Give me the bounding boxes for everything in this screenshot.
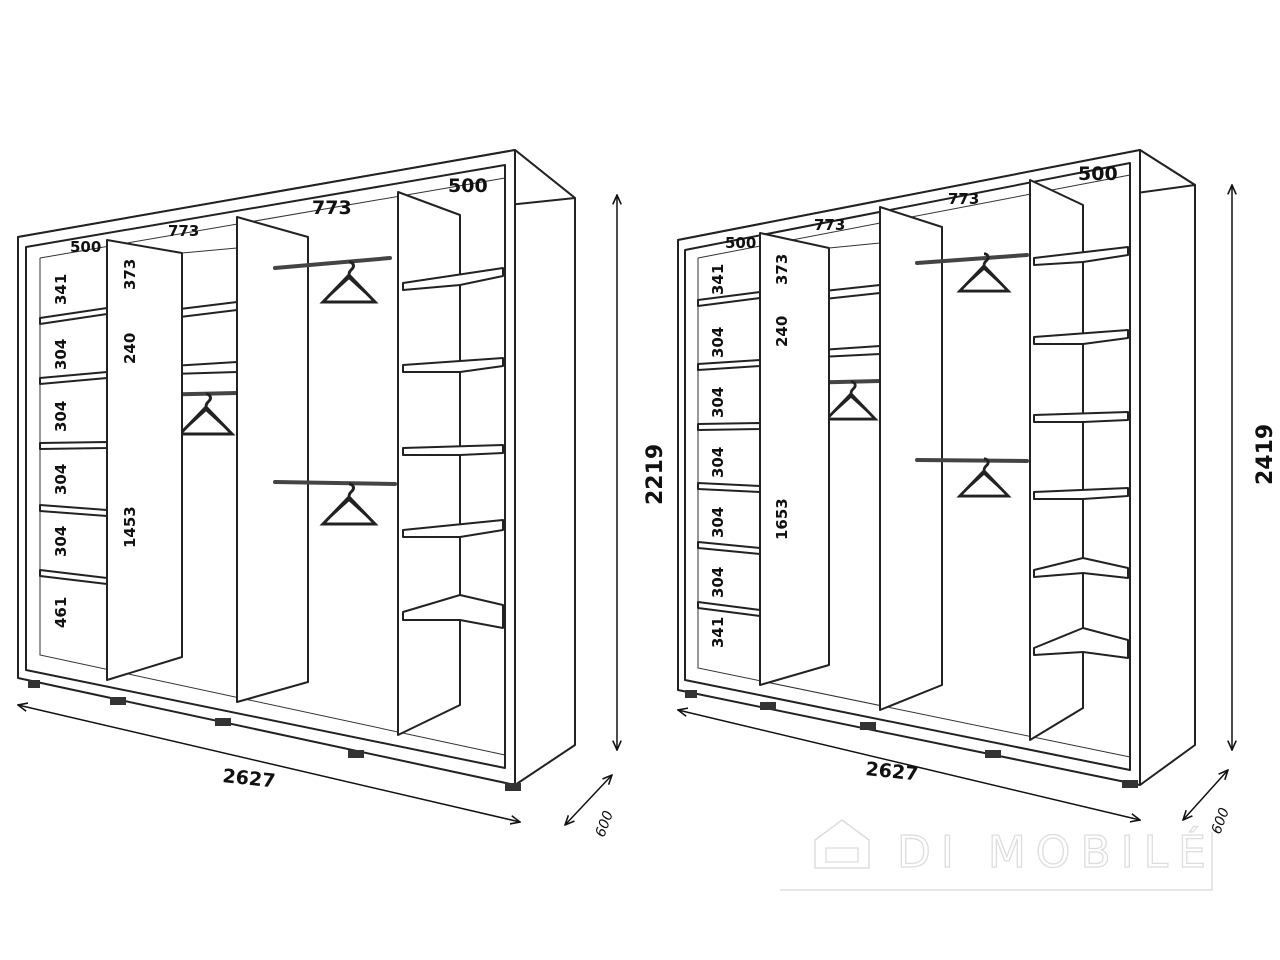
svg-text:304: 304 [709, 567, 727, 598]
watermark-text: DI MOBILÉ [897, 825, 1216, 878]
height-label: 2219 [643, 444, 668, 505]
width-label-col2: 773 [168, 222, 199, 240]
width-label-col1: 500 [725, 234, 756, 252]
depth-dimension-line [565, 775, 612, 825]
svg-text:1653: 1653 [773, 498, 791, 540]
right-side-panel [514, 149, 576, 786]
width-dimension-line [678, 710, 1140, 820]
svg-text:304: 304 [52, 339, 70, 370]
divider-panel-1 [106, 239, 183, 681]
svg-text:1453: 1453 [121, 506, 139, 548]
left-column-shelves [697, 291, 761, 617]
left-column-height-labels: 341 304 304 304 304 304 341 [709, 264, 727, 648]
left-wardrobe: 500 773 773 500 341 304 304 304 304 461 … [18, 149, 668, 840]
divider-panel-2 [236, 216, 309, 703]
house-logo-icon [814, 819, 870, 869]
width-label-col2: 773 [814, 216, 845, 234]
svg-text:304: 304 [709, 447, 727, 478]
svg-text:341: 341 [709, 617, 727, 648]
middle-column-height-labels: 373 240 1453 [121, 259, 139, 548]
svg-text:341: 341 [709, 264, 727, 295]
svg-text:373: 373 [121, 259, 139, 290]
width-label-col3: 773 [948, 190, 979, 208]
width-label-col4: 500 [1078, 163, 1118, 185]
width-label-col1: 500 [70, 238, 101, 256]
depth-dimension-line [1183, 770, 1228, 820]
middle-column-height-labels: 373 240 1653 [773, 254, 791, 540]
depth-label: 600 [593, 809, 617, 840]
svg-text:304: 304 [52, 401, 70, 432]
svg-text:304: 304 [709, 387, 727, 418]
watermark: DI MOBILÉ [780, 819, 1216, 891]
svg-text:461: 461 [52, 597, 70, 628]
width-label: 2627 [864, 758, 919, 785]
svg-text:240: 240 [121, 333, 139, 364]
svg-text:304: 304 [52, 526, 70, 557]
svg-text:304: 304 [52, 464, 70, 495]
width-label-col3: 773 [312, 197, 352, 219]
right-column-shelves [402, 267, 504, 629]
width-label: 2627 [221, 765, 276, 792]
right-side-panel [1139, 149, 1196, 786]
svg-text:304: 304 [709, 327, 727, 358]
divider-panel-3 [397, 191, 461, 736]
divider-panel-1 [759, 232, 830, 686]
divider-panel-2 [879, 206, 943, 711]
svg-text:373: 373 [773, 254, 791, 285]
width-dimension-line [18, 705, 520, 822]
right-column-shelves [1033, 246, 1129, 659]
width-label-col4: 500 [448, 175, 488, 197]
svg-text:240: 240 [773, 316, 791, 347]
left-column-height-labels: 341 304 304 304 304 461 [52, 274, 70, 628]
right-wardrobe: 500 773 773 500 341 304 304 304 304 304 … [678, 149, 1278, 836]
svg-text:341: 341 [52, 274, 70, 305]
svg-text:304: 304 [709, 507, 727, 538]
height-label: 2419 [1253, 424, 1278, 485]
